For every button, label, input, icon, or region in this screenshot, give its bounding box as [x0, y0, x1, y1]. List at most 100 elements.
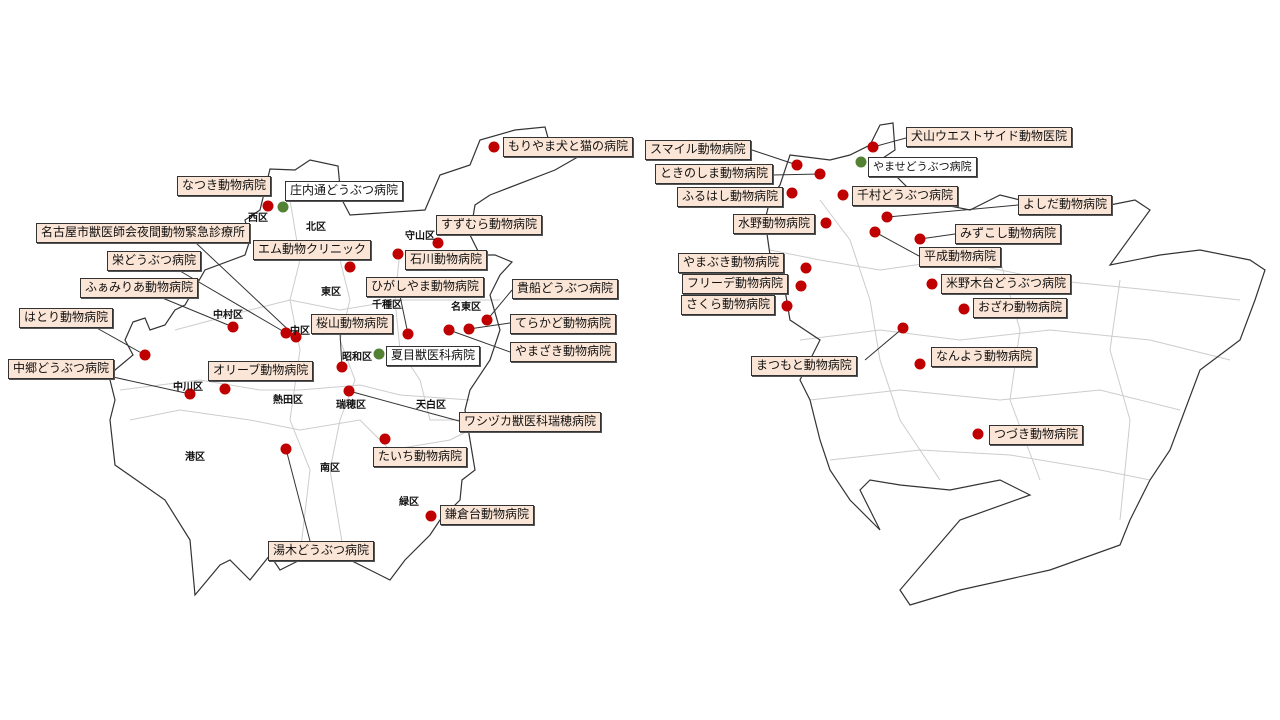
clinic-marker[interactable]	[139, 349, 151, 361]
clinic-marker[interactable]	[481, 314, 493, 326]
clinic-label[interactable]: 米野木台どうぶつ病院	[941, 274, 1072, 294]
clinic-marker[interactable]	[463, 323, 475, 335]
emergency-marker[interactable]	[277, 201, 289, 213]
clinic-marker[interactable]	[280, 443, 292, 455]
clinic-marker[interactable]	[781, 300, 793, 312]
clinic-marker[interactable]	[379, 433, 391, 445]
clinic-label[interactable]: 犬山ウエストサイド動物医院	[906, 127, 1073, 147]
clinic-marker[interactable]	[914, 233, 926, 245]
clinic-marker[interactable]	[290, 331, 302, 343]
clinic-label[interactable]: よしだ動物病院	[1018, 195, 1113, 215]
clinic-marker[interactable]	[443, 324, 455, 336]
clinic-label[interactable]: つづき動物病院	[989, 425, 1084, 445]
clinic-marker[interactable]	[814, 168, 826, 180]
clinic-label[interactable]: 貴船どうぶつ病院	[512, 279, 619, 299]
clinic-marker[interactable]	[488, 141, 500, 153]
clinic-marker[interactable]	[262, 200, 274, 212]
ward-boundaries	[119, 199, 1241, 561]
clinic-label[interactable]: ワシヅカ獣医科瑞穂病院	[459, 412, 602, 432]
clinic-label[interactable]: オリーブ動物病院	[208, 361, 314, 381]
ward-label: 昭和区	[342, 352, 372, 363]
leader-lines	[94, 137, 1019, 542]
clinic-marker[interactable]	[820, 217, 832, 229]
ward-label: 熱田区	[273, 395, 303, 406]
emergency-clinic-label[interactable]: 夏目獣医科病院	[386, 346, 481, 366]
ward-label: 中区	[290, 326, 310, 337]
ward-label: 西区	[248, 213, 268, 224]
clinic-label[interactable]: たいち動物病院	[373, 447, 468, 467]
clinic-marker[interactable]	[344, 261, 356, 273]
clinic-marker[interactable]	[786, 187, 798, 199]
ward-label: 東区	[321, 287, 341, 298]
clinic-label[interactable]: はとり動物病院	[19, 308, 114, 328]
clinic-label[interactable]: 桜山動物病院	[311, 314, 394, 334]
clinic-label[interactable]: 中郷どうぶつ病院	[8, 359, 115, 379]
clinic-marker[interactable]	[432, 237, 444, 249]
ward-label: 中川区	[173, 382, 203, 393]
clinic-marker[interactable]	[926, 278, 938, 290]
ward-label: 緑区	[399, 497, 419, 508]
clinic-marker[interactable]	[867, 141, 879, 153]
clinic-marker[interactable]	[972, 428, 984, 440]
emergency-marker[interactable]	[855, 156, 867, 168]
clinic-label[interactable]: 名古屋市獣医師会夜間動物緊急診療所	[36, 223, 251, 243]
clinic-marker[interactable]	[958, 303, 970, 315]
clinic-label[interactable]: てらかど動物病院	[510, 314, 617, 334]
clinic-label[interactable]: おざわ動物病院	[973, 298, 1068, 318]
clinic-label[interactable]: ひがしやま動物病院	[366, 277, 484, 297]
clinic-marker[interactable]	[881, 211, 893, 223]
clinic-marker[interactable]	[897, 322, 909, 334]
clinic-label[interactable]: ふぁみりあ動物病院	[80, 278, 199, 298]
clinic-label[interactable]: 湯木どうぶつ病院	[268, 541, 375, 561]
clinic-label[interactable]: 平成動物病院	[919, 247, 1002, 267]
ward-label: 天白区	[416, 400, 446, 411]
clinic-marker[interactable]	[392, 248, 404, 260]
clinic-marker[interactable]	[184, 388, 196, 400]
clinic-marker[interactable]	[280, 327, 292, 339]
map-outlines	[109, 122, 1266, 606]
clinic-marker[interactable]	[402, 328, 414, 340]
clinic-label[interactable]: なつき動物病院	[177, 176, 272, 196]
clinic-marker[interactable]	[914, 358, 926, 370]
clinic-marker[interactable]	[800, 262, 812, 274]
emergency-clinic-label[interactable]: やませどうぶつ病院	[868, 157, 977, 177]
clinic-marker[interactable]	[795, 280, 807, 292]
clinic-label[interactable]: 栄どうぶつ病院	[107, 251, 202, 271]
clinic-label[interactable]: 千村どうぶつ病院	[852, 186, 959, 206]
clinic-marker[interactable]	[227, 321, 239, 333]
clinic-marker[interactable]	[336, 361, 348, 373]
emergency-marker[interactable]	[373, 348, 385, 360]
clinic-label[interactable]: ふるはし動物病院	[677, 187, 784, 207]
clinic-marker[interactable]	[869, 226, 881, 238]
clinic-label[interactable]: やまざき動物病院	[510, 342, 617, 362]
clinic-label[interactable]: みずこし動物病院	[955, 224, 1062, 244]
aichi-outline	[764, 122, 1266, 606]
clinic-label[interactable]: フリーデ動物病院	[682, 274, 789, 294]
ward-label: 中村区	[213, 310, 243, 321]
ward-label: 守山区	[405, 231, 435, 242]
ward-label: 港区	[185, 452, 205, 463]
clinic-marker[interactable]	[425, 510, 437, 522]
clinic-label[interactable]: エム動物クリニック	[253, 240, 372, 260]
clinic-marker[interactable]	[343, 385, 355, 397]
clinic-label[interactable]: なんよう動物病院	[931, 347, 1038, 367]
clinic-marker[interactable]	[791, 159, 803, 171]
clinic-label[interactable]: 石川動物病院	[405, 250, 488, 270]
ward-label: 北区	[306, 222, 326, 233]
clinic-label[interactable]: さくら動物病院	[681, 295, 776, 315]
clinic-label[interactable]: すずむら動物病院	[436, 215, 543, 235]
clinic-marker[interactable]	[837, 189, 849, 201]
clinic-label[interactable]: 鎌倉台動物病院	[440, 505, 535, 525]
clinic-label[interactable]: スマイル動物病院	[645, 140, 751, 160]
clinic-label[interactable]: やまぶき動物病院	[678, 253, 785, 273]
clinic-markers	[139, 141, 984, 522]
clinic-label[interactable]: まつもと動物病院	[751, 356, 857, 376]
clinic-label[interactable]: 水野動物病院	[733, 214, 816, 234]
clinic-label[interactable]: ときのしま動物病院	[655, 164, 774, 184]
ward-label: 瑞穂区	[336, 400, 366, 411]
emergency-clinic-label[interactable]: 庄内通どうぶつ病院	[285, 181, 404, 201]
clinic-marker[interactable]	[219, 383, 231, 395]
ward-label: 南区	[320, 463, 340, 474]
clinic-label[interactable]: もりやま犬と猫の病院	[503, 137, 634, 157]
